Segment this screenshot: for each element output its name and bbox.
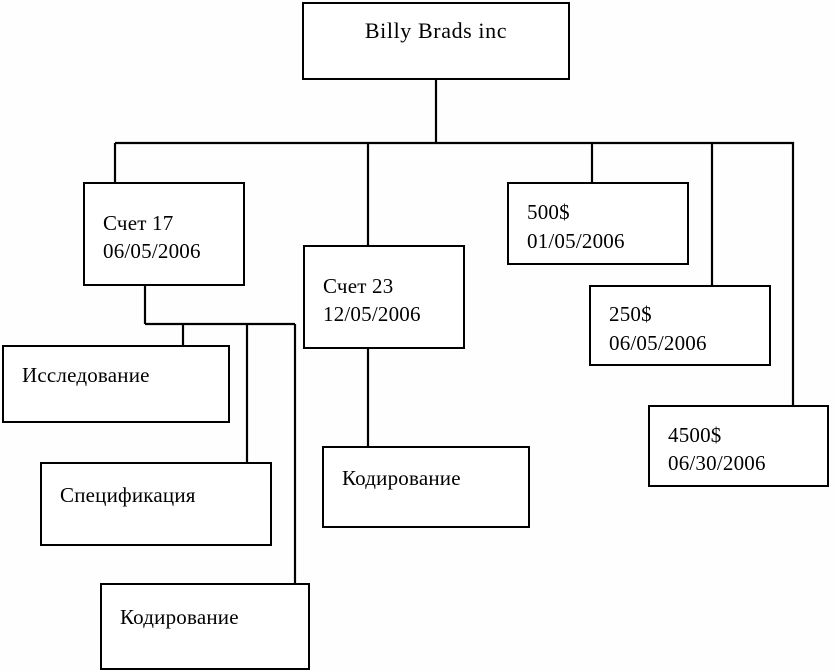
node-label-task-research: Исследование	[22, 362, 150, 387]
node-invoice-17[interactable]: Счет 17 06/05/2006	[83, 182, 245, 286]
node-label-task-coding-left: Кодирование	[120, 605, 239, 630]
node-date-payment-4500: 06/30/2006	[668, 451, 766, 475]
node-label-payment-4500: 4500$	[668, 422, 722, 447]
node-payment-500[interactable]: 500$ 01/05/2006	[507, 182, 689, 265]
node-payment-250[interactable]: 250$ 06/05/2006	[589, 285, 771, 366]
node-task-research[interactable]: Исследование	[2, 345, 230, 423]
node-label-company: Billy Brads inc	[364, 18, 508, 43]
node-date-invoice-17: 06/05/2006	[103, 239, 201, 263]
node-task-coding-middle[interactable]: Кодирование	[322, 446, 530, 528]
node-date-payment-250: 06/05/2006	[609, 330, 707, 355]
node-date-invoice-23: 12/05/2006	[323, 302, 421, 326]
node-task-specification[interactable]: Спецификация	[40, 462, 272, 546]
node-label-payment-250: 250$	[609, 302, 652, 327]
node-company[interactable]: Billy Brads inc	[302, 2, 570, 80]
node-label-invoice-23: Счет 23	[323, 273, 394, 298]
node-invoice-23[interactable]: Счет 23 12/05/2006	[303, 245, 465, 349]
node-label-payment-500: 500$	[527, 200, 570, 225]
node-payment-4500[interactable]: 4500$ 06/30/2006	[648, 405, 829, 487]
node-task-coding-left[interactable]: Кодирование	[100, 583, 310, 670]
node-label-task-coding-middle: Кодирование	[342, 465, 461, 490]
node-label-invoice-17: Счет 17	[103, 210, 174, 235]
node-date-payment-500: 01/05/2006	[527, 228, 625, 253]
node-label-task-specification: Спецификация	[60, 482, 196, 507]
